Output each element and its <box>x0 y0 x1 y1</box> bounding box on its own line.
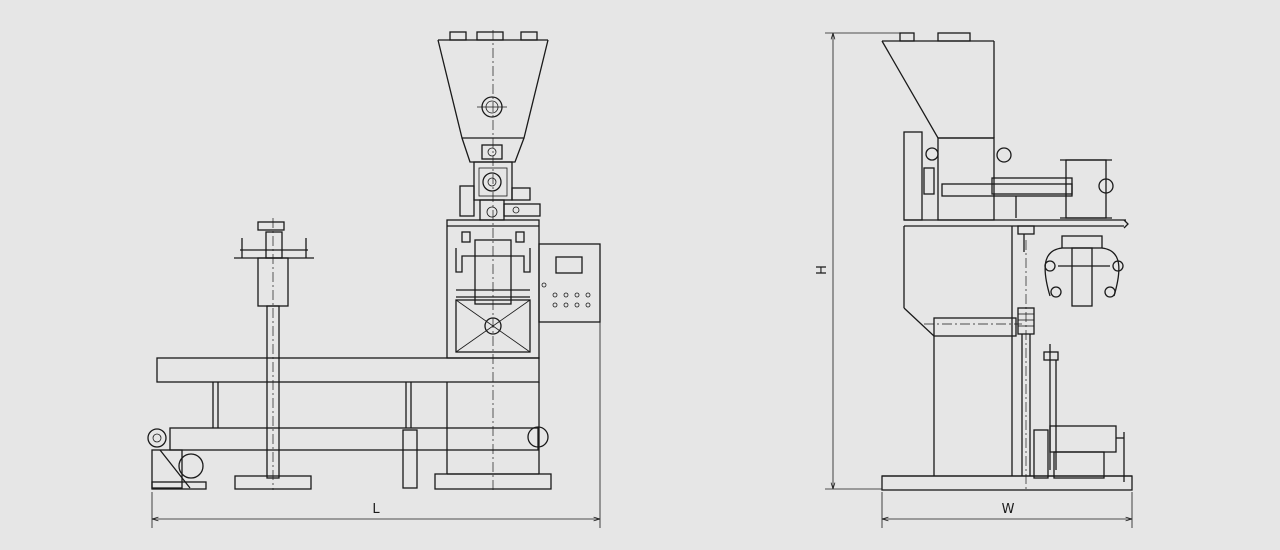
front-conveyor <box>147 357 549 489</box>
side-cabinet <box>903 226 1059 490</box>
front-body <box>446 30 540 490</box>
side-view: H W <box>815 32 1133 528</box>
front-feeder <box>459 144 541 221</box>
dimension-length: L <box>151 322 601 528</box>
front-bag-post <box>234 218 314 490</box>
side-bag-clamp <box>1044 235 1124 307</box>
front-base <box>151 473 552 490</box>
side-upper-body <box>903 131 1114 221</box>
dimension-h-label: H <box>815 265 830 275</box>
side-table <box>904 219 1129 252</box>
dimension-l-label: L <box>372 502 380 517</box>
dimension-height: H <box>815 32 900 490</box>
dimension-w-label: W <box>1002 502 1015 517</box>
side-hopper <box>881 32 995 139</box>
side-motor <box>1033 425 1125 482</box>
front-view: L <box>147 30 601 528</box>
dimension-width: W <box>881 492 1133 528</box>
front-control-box <box>538 243 601 323</box>
side-base <box>881 475 1133 491</box>
